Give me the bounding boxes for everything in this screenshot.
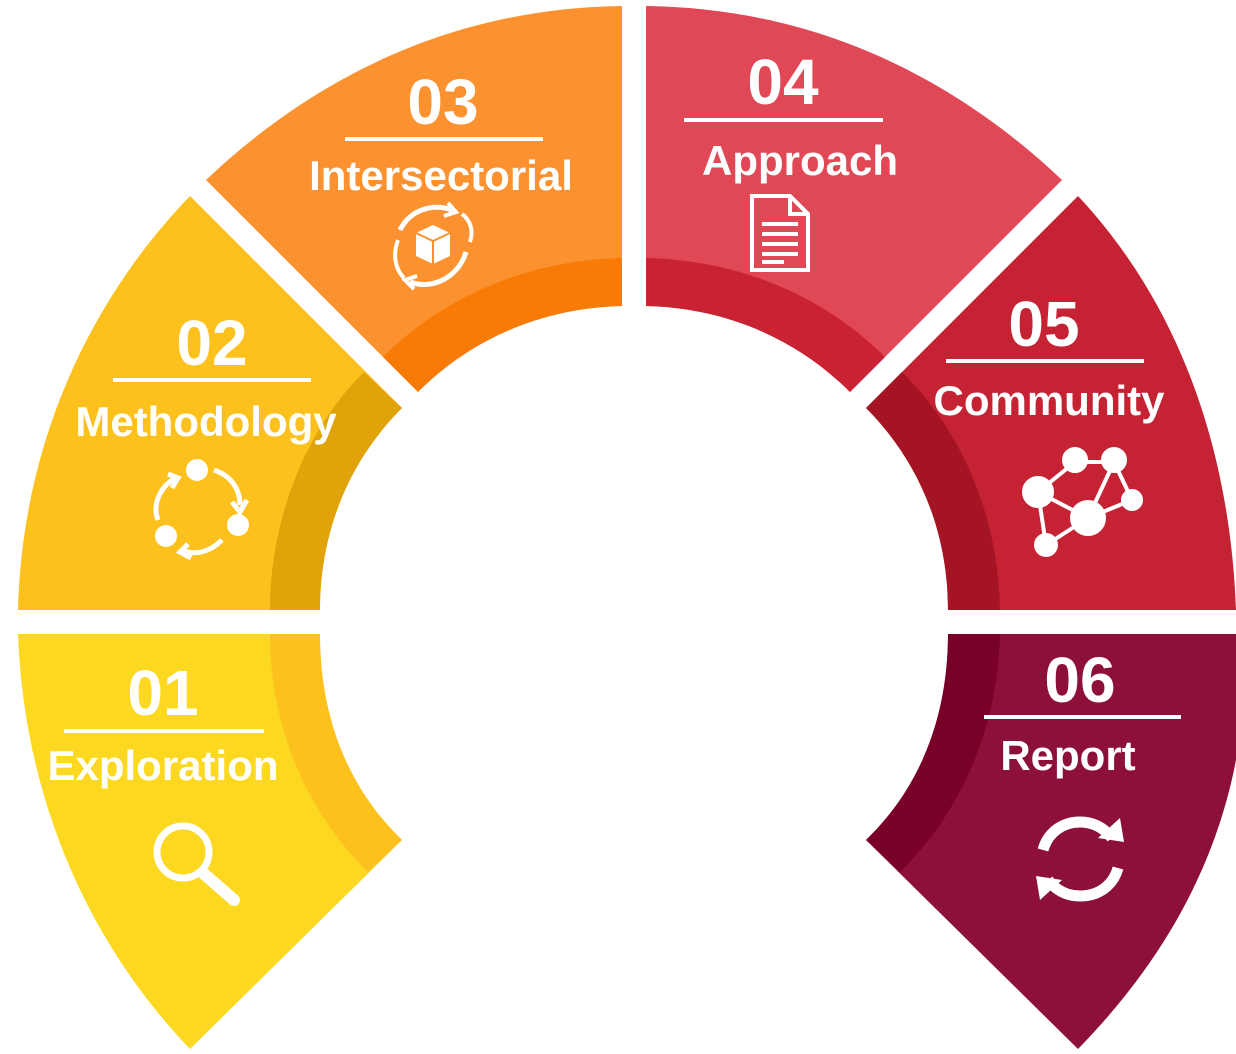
people-network-icon xyxy=(1022,447,1143,557)
segment-06-number: 06 xyxy=(1044,644,1115,716)
segment-04-underline xyxy=(684,118,883,122)
segment-06-label: Report xyxy=(1000,732,1135,779)
cycle-nodes-icon xyxy=(153,459,250,561)
segment-01-number: 01 xyxy=(127,657,198,729)
segment-02-underline xyxy=(113,378,311,382)
segment-04-label: Approach xyxy=(702,137,898,184)
refresh-icon xyxy=(1036,816,1124,902)
segment-02-label: Methodology xyxy=(75,398,337,445)
segment-03-intersectorial: 03 Intersectorial xyxy=(206,6,622,392)
segment-06-underline xyxy=(984,715,1181,719)
segment-05-underline xyxy=(946,359,1144,363)
segment-03-label: Intersectorial xyxy=(309,152,573,199)
segment-03-notch xyxy=(494,325,528,365)
segment-01-inner-band xyxy=(270,634,402,872)
segment-01-notch xyxy=(336,730,378,770)
segment-06-notch xyxy=(892,718,930,760)
segment-01-exploration: 01 Exploration xyxy=(18,634,402,1049)
segment-03-underline xyxy=(345,137,543,141)
segment-04-inner-band xyxy=(646,258,885,392)
magnifier-icon xyxy=(153,822,240,906)
segment-05-notch xyxy=(890,476,930,514)
segment-03-number: 03 xyxy=(407,66,478,138)
segment-02-methodology: 02 Methodology xyxy=(18,196,402,610)
segment-02-number: 02 xyxy=(176,307,247,379)
segment-04-approach: 04 Approach xyxy=(646,6,1062,392)
document-icon xyxy=(750,194,810,272)
segment-04-notch xyxy=(732,322,768,362)
segment-02-inner-band xyxy=(270,372,402,610)
segment-06-inner-band xyxy=(866,634,1000,872)
segment-03-inner-band xyxy=(383,258,622,392)
segment-02-notch xyxy=(340,490,375,522)
segment-05-inner-band xyxy=(866,372,1000,610)
segment-05-community: 05 Community xyxy=(866,196,1236,610)
segment-05-number: 05 xyxy=(1008,288,1079,360)
segment-04-number: 04 xyxy=(747,46,819,118)
segment-05-label: Community xyxy=(934,377,1166,424)
segment-01-label: Exploration xyxy=(47,742,278,789)
segment-06-report: 06 Report xyxy=(866,634,1236,1049)
box-cycle-icon xyxy=(393,201,474,291)
segment-01-underline xyxy=(64,729,264,733)
